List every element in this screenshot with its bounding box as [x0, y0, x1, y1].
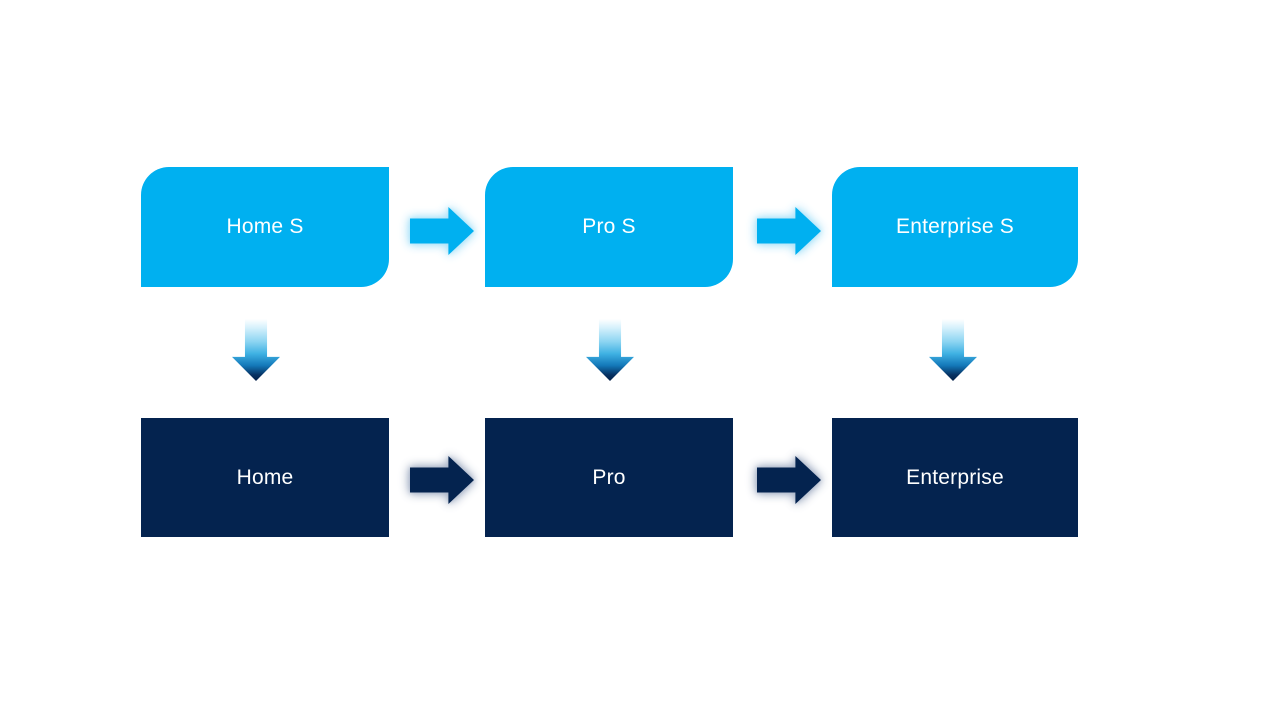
down-arrow-icon — [929, 319, 977, 381]
box-label: Enterprise S — [896, 215, 1014, 238]
right-arrow-icon — [757, 456, 821, 504]
box-home: Home — [141, 418, 389, 537]
right-arrow-icon — [757, 207, 821, 255]
box-pro-s: Pro S — [485, 167, 733, 287]
box-label: Pro S — [582, 215, 636, 238]
down-arrow-icon — [232, 319, 280, 381]
box-label: Home — [236, 465, 294, 489]
box-enterprise: Enterprise — [832, 418, 1078, 537]
right-arrow-icon — [410, 207, 474, 255]
down-arrow-icon — [586, 319, 634, 381]
box-pro: Pro — [485, 418, 733, 537]
box-label: Home S — [226, 215, 304, 238]
right-arrow-icon — [410, 456, 474, 504]
box-home-s: Home S — [141, 167, 389, 287]
box-label: Enterprise — [906, 465, 1004, 489]
box-label: Pro — [592, 465, 626, 489]
box-enterprise-s: Enterprise S — [832, 167, 1078, 287]
